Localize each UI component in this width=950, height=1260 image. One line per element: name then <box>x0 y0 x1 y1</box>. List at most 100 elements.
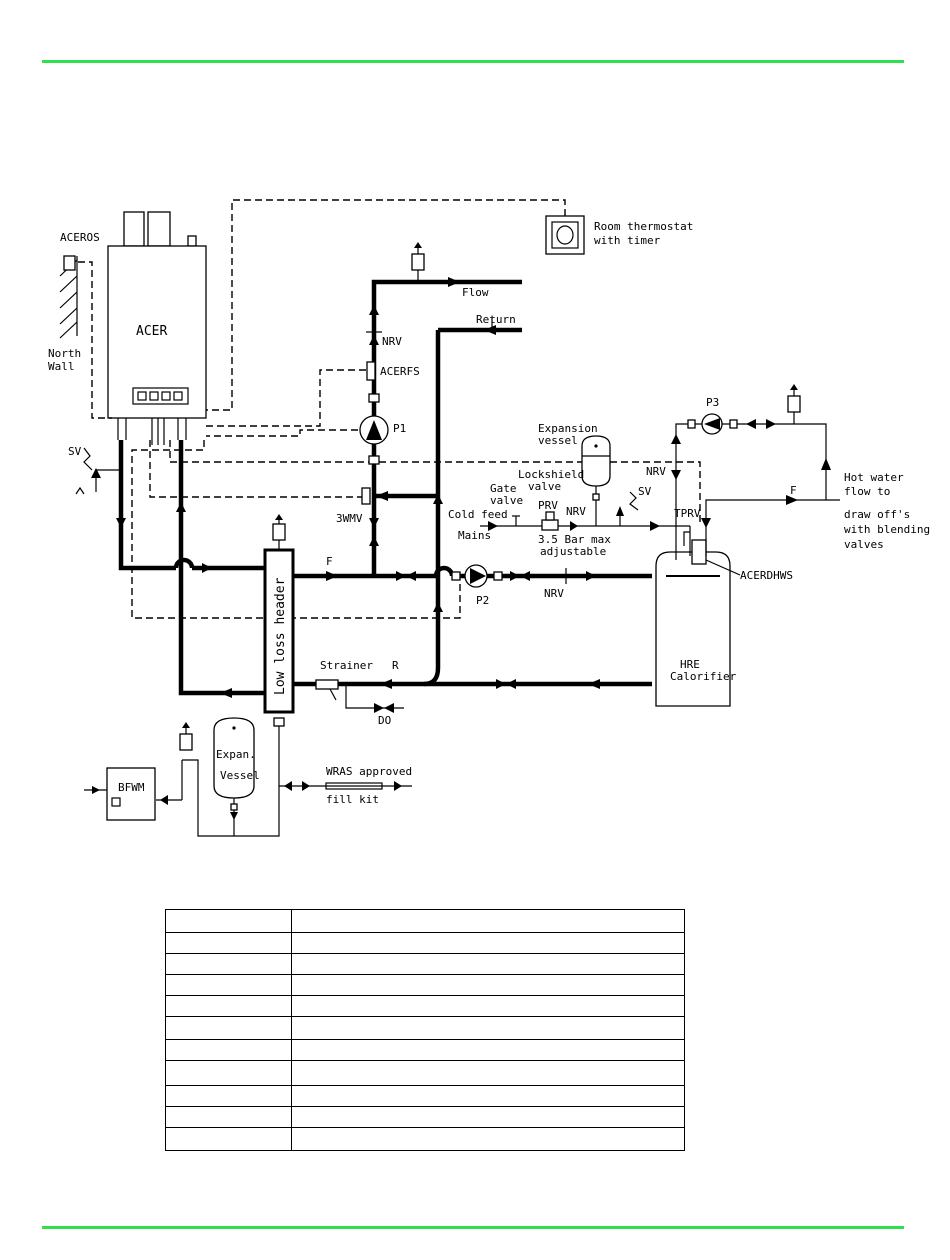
safety-valve-left: SV <box>68 445 121 495</box>
room-thermostat: Room thermostat with timer <box>206 199 693 411</box>
hot-water-label-3: draw off's <box>844 508 910 521</box>
3wmv-label: 3WMV <box>336 512 363 525</box>
nrv-mid-label: NRV <box>566 505 586 518</box>
pump-p2: P2 NRV <box>451 564 567 607</box>
wire-3wmv <box>149 440 364 498</box>
heating-schematic-diagram: ACER ACEROS North Wall Room thermostat w… <box>48 199 930 837</box>
key-table-row <box>165 1016 685 1040</box>
key-table-row <box>165 974 685 996</box>
key-table-row <box>165 1060 685 1086</box>
aceros-outdoor-sensor: ACEROS North Wall <box>48 231 112 419</box>
key-cell-description <box>291 1060 685 1086</box>
hot-water-label-1: Hot water <box>844 471 904 484</box>
low-loss-header: Low loss header F <box>263 514 333 727</box>
wire-p2 <box>131 440 461 619</box>
bar-label-2: adjustable <box>540 545 606 558</box>
key-cell-description <box>291 1039 685 1061</box>
key-cell-code <box>165 953 292 975</box>
cold-feed-label: Cold feed <box>448 508 508 521</box>
acer-label: ACER <box>136 324 167 339</box>
key-cell-code <box>165 932 292 954</box>
key-table <box>165 909 685 1151</box>
low-loss-header-label: Low loss header <box>273 577 288 695</box>
key-cell-code <box>165 995 292 1017</box>
boiler-acer: ACER <box>107 211 207 445</box>
p2-label: P2 <box>476 594 489 607</box>
key-cell-description <box>291 953 685 975</box>
pump-p1: P1 ACERFS NRV 3WMV <box>336 331 420 525</box>
strainer: Strainer R DO <box>315 659 404 727</box>
aceros-label: ACEROS <box>60 231 100 244</box>
key-cell-code <box>165 909 292 933</box>
key-cell-description <box>291 995 685 1017</box>
wire-acerdhws <box>169 440 701 525</box>
flow-arrows <box>116 277 600 698</box>
expansion-vessel-label-2: vessel <box>538 434 578 447</box>
strainer-label: Strainer <box>320 659 373 672</box>
dhw-secondary-circuit: P3 NRV F TPRV Hot water flow to draw off… <box>646 384 930 560</box>
key-cell-code <box>165 1085 292 1107</box>
room-thermostat-label-1: Room thermostat <box>594 220 693 233</box>
gate-valve-label-1: Gate <box>490 482 517 495</box>
nrv-bottom-label: NRV <box>544 587 564 600</box>
bar-label-1: 3.5 Bar max <box>538 533 611 546</box>
key-cell-description <box>291 1106 685 1128</box>
calorifier-label: Calorifier <box>670 670 737 683</box>
nrv-right-label: NRV <box>646 465 666 478</box>
acerfs-label: ACERFS <box>380 365 420 378</box>
wras-label-1: WRAS approved <box>326 765 412 778</box>
expan-label-1: Expan. <box>216 748 256 761</box>
tprv-label: TPRV <box>674 507 701 520</box>
cold-feed-line: Gate valve Cold feed Mains PRV 3.5 Bar m… <box>448 482 691 558</box>
hre-label: HRE <box>680 658 700 671</box>
flow-label: Flow <box>462 286 489 299</box>
wall-label: Wall <box>48 360 75 373</box>
key-cell-code <box>165 1039 292 1061</box>
lockshield-label-2: valve <box>528 480 561 493</box>
key-table-row <box>165 1127 685 1151</box>
room-thermostat-label-2: with timer <box>594 234 661 247</box>
p1-label: P1 <box>393 422 406 435</box>
lockshield-label-1: Lockshield <box>518 468 584 481</box>
bottom-rule <box>42 1226 904 1229</box>
do-label: DO <box>378 714 391 727</box>
r-label: R <box>392 659 399 672</box>
sv-left-label: SV <box>68 445 82 458</box>
expansion-vessel-dhw: Expansion vessel Lockshield valve SV <box>518 422 652 526</box>
p3-label: P3 <box>706 396 719 409</box>
expansion-vessel-label-1: Expansion <box>538 422 598 435</box>
acerdhws-label: ACERDHWS <box>740 569 793 582</box>
prv-label: PRV <box>538 499 558 512</box>
wire-acerfs <box>206 369 366 427</box>
wire-p1 <box>206 429 358 437</box>
mains-label: Mains <box>458 529 491 542</box>
key-cell-description <box>291 974 685 996</box>
nrv-top-label: NRV <box>382 335 402 348</box>
key-cell-code <box>165 1127 292 1151</box>
key-cell-description <box>291 1085 685 1107</box>
key-table-row <box>165 1106 685 1128</box>
key-table-row <box>165 932 685 954</box>
top-rule <box>42 60 904 63</box>
key-table-row <box>165 1039 685 1061</box>
air-vent-flow: Flow Return <box>411 242 516 330</box>
f-left-label: F <box>326 555 333 568</box>
key-cell-description <box>291 1127 685 1151</box>
key-cell-code <box>165 974 292 996</box>
return-label: Return <box>476 313 516 326</box>
hot-water-label-4: with blending <box>844 523 930 536</box>
key-cell-description <box>291 909 685 933</box>
key-table-row <box>165 1085 685 1107</box>
wras-label-2: fill kit <box>326 793 379 806</box>
hot-water-label-2: flow to <box>844 485 890 498</box>
key-table-row <box>165 995 685 1017</box>
sv-right-label: SV <box>638 485 652 498</box>
gate-valve-label-2: valve <box>490 494 523 507</box>
key-table-row <box>165 909 685 933</box>
hot-water-label-5: valves <box>844 538 884 551</box>
bfwm-label: BFWM <box>118 781 145 794</box>
key-cell-description <box>291 1016 685 1040</box>
key-cell-description <box>291 932 685 954</box>
fill-and-expansion: Expan. Vessel BFWM WRAS approved fill ki… <box>84 717 412 837</box>
hre-calorifier: HRE Calorifier ACERDHWS <box>655 539 793 707</box>
